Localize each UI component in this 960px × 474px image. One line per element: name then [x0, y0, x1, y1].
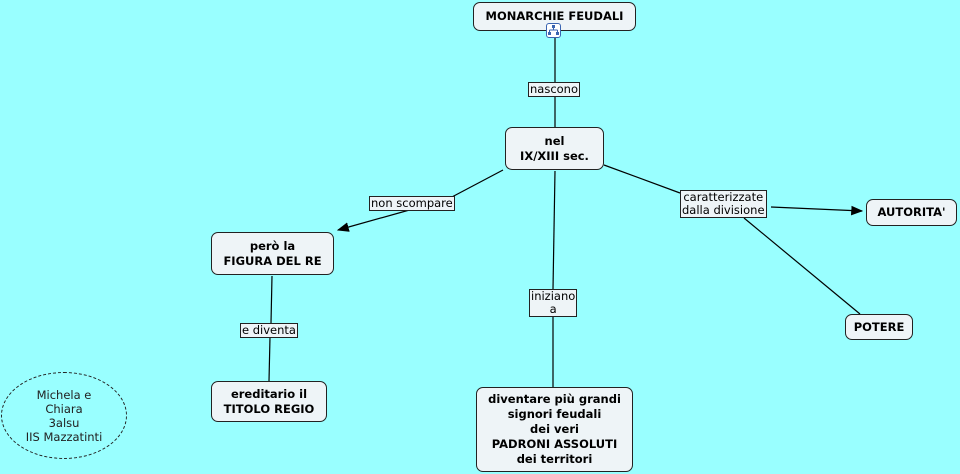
node-potere[interactable]: POTERE [845, 314, 913, 340]
authors-ellipse: Michela e Chiara 3alsu IIS Mazzatinti [1, 372, 127, 459]
node-figura-re[interactable]: però la FIGURA DEL RE [211, 232, 334, 275]
link-label-non-scompare[interactable]: non scompare [369, 196, 455, 211]
link-label-iniziano[interactable]: iniziano a [529, 289, 578, 317]
link-label-e-diventa[interactable]: e diventa [240, 323, 298, 338]
link-label-nascono[interactable]: nascono [528, 82, 581, 97]
node-autorita[interactable]: AUTORITA' [866, 199, 957, 226]
node-signori-feudali[interactable]: diventare più grandi signori feudali dei… [476, 387, 633, 472]
node-secolo[interactable]: nel IX/XIII sec. [505, 127, 604, 170]
hierarchy-icon[interactable] [546, 23, 561, 38]
link-label-caratterizzate[interactable]: caratterizzate dalla divisione [680, 190, 767, 218]
node-titolo-regio[interactable]: ereditario il TITOLO REGIO [211, 381, 327, 422]
